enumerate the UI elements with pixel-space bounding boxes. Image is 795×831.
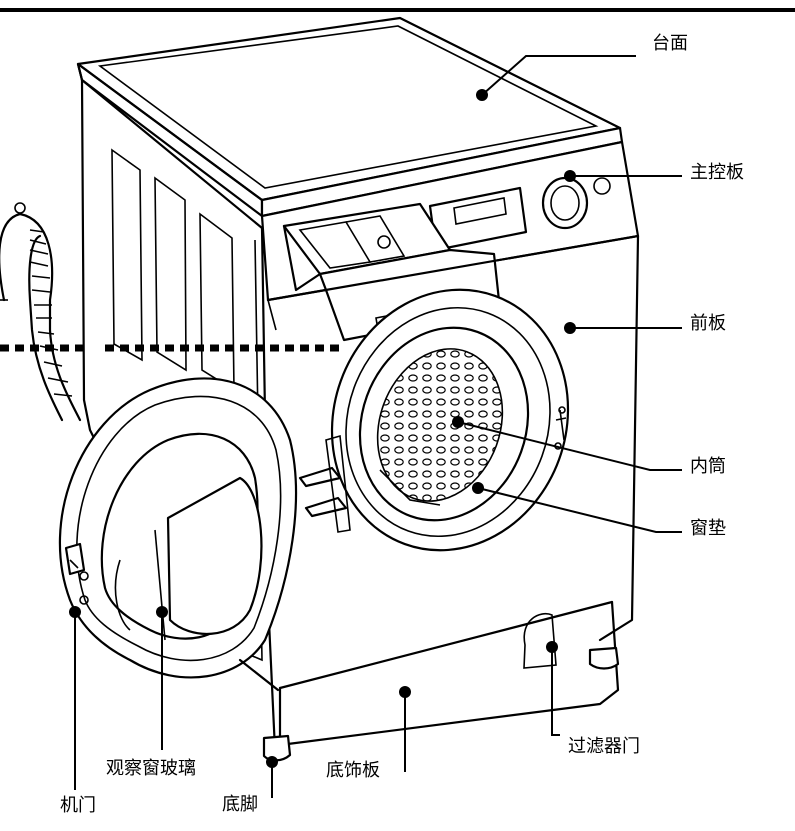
cabinet-side [76,63,277,752]
label-inner-drum: 内筒 [690,456,726,477]
label-base-trim: 底饰板 [326,760,380,781]
door-opening [330,288,570,552]
front-panel-shape [266,234,640,747]
label-door: 机门 [60,795,96,816]
open-door-shape [58,377,298,692]
label-front-panel: 前板 [690,313,726,334]
label-foot: 底脚 [222,794,258,815]
label-viewing-glass: 观察窗玻璃 [106,758,196,779]
countertop-shape [76,16,624,218]
label-filter-door: 过滤器门 [568,736,640,757]
door-hinges [298,434,351,533]
feet [262,646,620,762]
drain-hose [0,202,82,422]
label-door-gasket: 窗垫 [690,518,726,539]
label-countertop: 台面 [652,33,688,54]
label-control-panel: 主控板 [690,162,744,183]
leader-lines [69,55,682,798]
